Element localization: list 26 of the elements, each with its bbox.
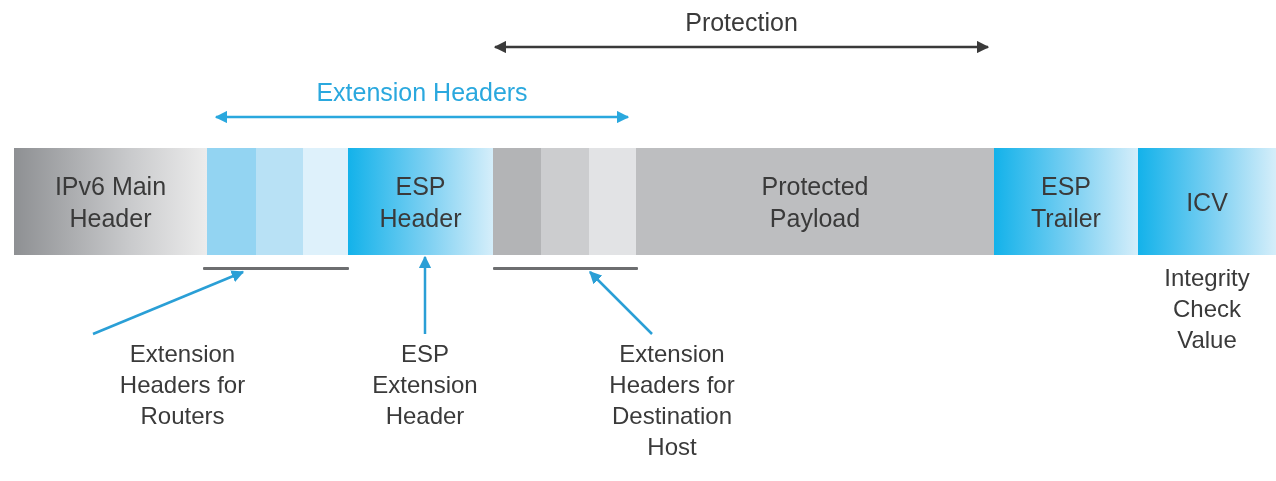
segment-label: ESP Header xyxy=(378,170,463,234)
header-segment xyxy=(541,148,589,255)
span-label: Extension Headers xyxy=(315,78,529,107)
bracket-bar xyxy=(203,267,349,270)
header-segment xyxy=(14,148,207,255)
arrow xyxy=(418,255,432,334)
header-segment xyxy=(256,148,303,255)
header-segment xyxy=(589,148,636,255)
segment-label: Protected Payload xyxy=(760,170,870,234)
header-segment xyxy=(348,148,493,255)
segment-label: ICV xyxy=(1186,186,1228,218)
segment-label: ESP Trailer xyxy=(1030,170,1102,234)
arrow xyxy=(92,270,245,336)
header-segment xyxy=(207,148,256,255)
span-label: Protection xyxy=(684,8,799,37)
callout-text: Extension Headers for Destination Host xyxy=(592,338,752,478)
caption-text: Integrity Check Value xyxy=(1163,263,1251,355)
callout-text: Extension Headers for Routers xyxy=(105,338,260,448)
bracket-bar xyxy=(493,267,638,270)
callout-text: ESP Extension Header xyxy=(350,338,500,448)
payload-segment xyxy=(636,148,994,255)
segment-label: IPv6 Main Header xyxy=(53,170,168,234)
header-segment xyxy=(493,148,541,255)
arrow xyxy=(589,271,653,335)
trailer-segment xyxy=(994,148,1138,255)
header-segment xyxy=(303,148,348,255)
